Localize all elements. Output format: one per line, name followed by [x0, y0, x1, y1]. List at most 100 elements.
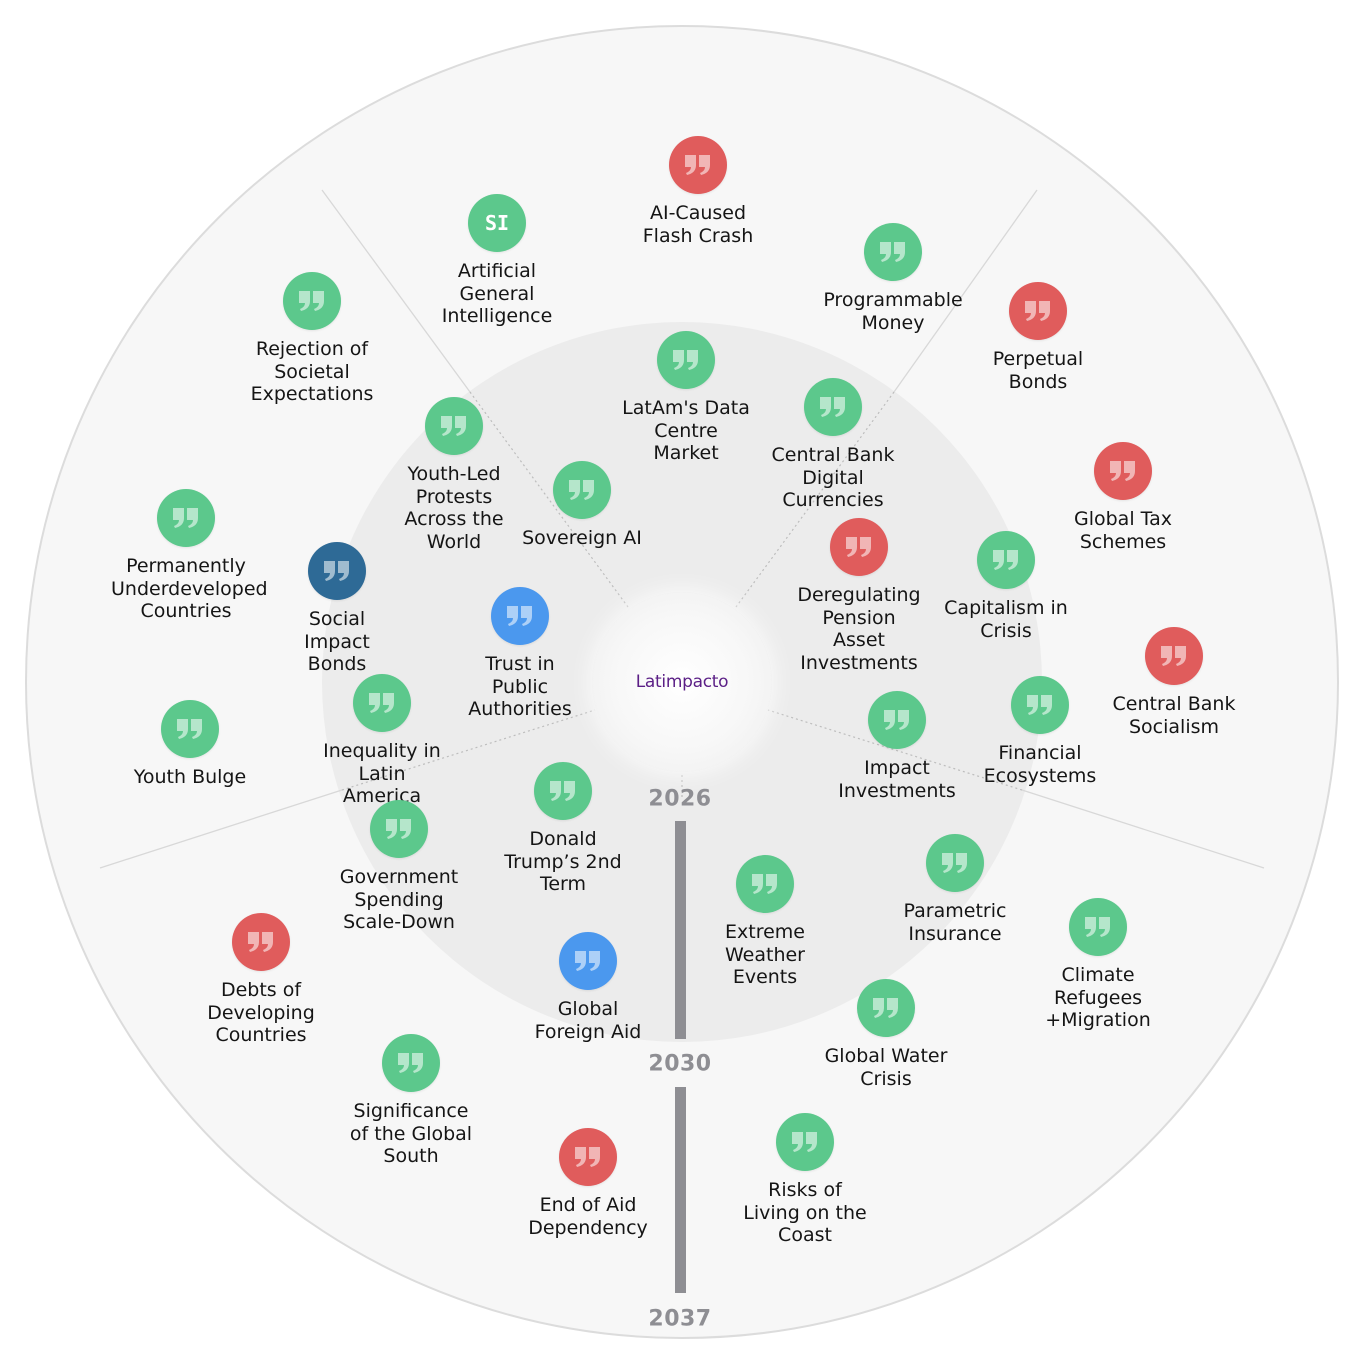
quote-icon[interactable] — [1094, 442, 1152, 500]
quote-icon[interactable] — [868, 691, 926, 749]
trend-label-line: Programmable — [823, 289, 963, 311]
trend-label-line: Authorities — [468, 698, 572, 720]
trend-label-line: Protests — [415, 485, 493, 508]
sector-divider — [767, 709, 1023, 791]
trend-label-line: Trump’s 2nd — [504, 850, 622, 873]
trend-label-line: Across the — [404, 508, 504, 530]
quote-icon[interactable] — [553, 461, 611, 519]
quote-icon[interactable] — [370, 800, 428, 858]
quote-icon[interactable] — [1069, 898, 1127, 956]
trend-label-line: of the Global — [349, 1122, 473, 1145]
quote-icon[interactable] — [926, 834, 984, 892]
trend-label-line: Bonds — [1008, 370, 1068, 393]
trend-label-line: Living on the — [743, 1201, 867, 1224]
quote-icon[interactable] — [804, 378, 862, 436]
quote-icon[interactable] — [1009, 282, 1067, 340]
quote-icon[interactable] — [830, 518, 888, 576]
quote-icon[interactable] — [382, 1034, 440, 1092]
si-icon[interactable]: SI — [468, 194, 526, 252]
quote-icon[interactable] — [1011, 676, 1069, 734]
quote-icon[interactable] — [977, 531, 1035, 589]
sector-divider — [321, 189, 471, 393]
quote-icon[interactable] — [736, 855, 794, 913]
quote-icon[interactable] — [161, 700, 219, 758]
trend-label-line: Social — [308, 608, 366, 630]
quote-icon[interactable] — [657, 331, 715, 389]
quote-icon[interactable] — [491, 587, 549, 645]
quote-icon[interactable] — [864, 223, 922, 281]
trend-label-line: Significance — [353, 1100, 469, 1122]
trend-label-line: Centre — [654, 419, 718, 442]
trend-label-line: Crisis — [980, 619, 1032, 642]
trend-label-line: Insurance — [908, 922, 1002, 945]
quote-icon[interactable] — [425, 397, 483, 455]
trend-label-line: Risks of — [768, 1179, 842, 1201]
quote-icon[interactable] — [232, 913, 290, 971]
trend-label-line: Refugees — [1053, 986, 1143, 1009]
trend-label-line: Bonds — [307, 653, 367, 675]
quote-icon[interactable] — [283, 272, 341, 330]
trend-node[interactable]: Youth Bulge — [115, 700, 265, 789]
quote-icon[interactable] — [157, 489, 215, 547]
center-hub: Latimpacto — [592, 592, 772, 772]
quote-icon[interactable] — [1145, 627, 1203, 685]
trend-label: Sovereign AI — [507, 527, 657, 550]
si-icon-text: SI — [484, 211, 510, 235]
trend-label-line: Pension — [822, 606, 896, 629]
quote-icon[interactable] — [857, 979, 915, 1037]
trend-node[interactable]: Sovereign AI — [507, 461, 657, 550]
quote-icon[interactable] — [669, 136, 727, 194]
trend-label-line: Rejection of — [255, 338, 369, 360]
quote-icon[interactable] — [534, 762, 592, 820]
quote-icon[interactable] — [353, 674, 411, 732]
quote-icon[interactable] — [776, 1113, 834, 1171]
trend-label-line: Donald — [529, 828, 597, 850]
trend-label-line: Scale-Down — [343, 911, 455, 933]
trend-label-line: Global Tax — [1074, 508, 1172, 530]
quote-icon[interactable] — [559, 932, 617, 990]
trend-label-line: Term — [539, 873, 587, 895]
trend-label-line: General — [459, 282, 535, 305]
quote-icon[interactable] — [559, 1128, 617, 1186]
quote-icon[interactable] — [308, 542, 366, 600]
